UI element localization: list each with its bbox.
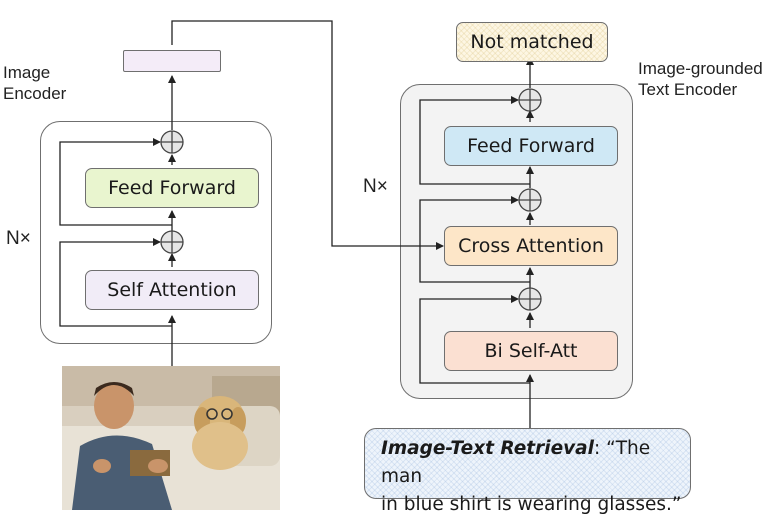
query-line-1: Image-Text Retrieval: “The man <box>381 435 690 491</box>
self-attention-block: Self Attention <box>85 270 259 310</box>
adder-icon <box>518 287 542 311</box>
output-not-matched-box: Not matched <box>456 22 608 62</box>
cross-attention-block: Cross Attention <box>444 226 618 266</box>
query-task-label: Image-Text Retrieval <box>381 438 595 459</box>
image-embedding-bar <box>123 50 221 72</box>
bi-self-att-block: Bi Self-Att <box>444 331 618 371</box>
adder-icon <box>518 188 542 212</box>
query-text-part1: : “The man <box>381 438 651 487</box>
image-encoder-label: Image Encoder <box>3 62 66 104</box>
adder-icon <box>160 130 184 154</box>
adder-icon <box>518 88 542 112</box>
text-encoder-label-line1: Image-grounded <box>638 59 763 78</box>
feed-forward-block-left: Feed Forward <box>85 168 259 208</box>
query-text-box: Image-Text Retrieval: “The man in blue s… <box>364 428 691 515</box>
input-photo <box>62 366 280 510</box>
image-encoder-label-line2: Encoder <box>3 84 67 103</box>
image-encoder-repeat-label: N× <box>6 228 31 249</box>
text-encoder-repeat-label: N× <box>363 176 388 197</box>
image-encoder-label-line1: Image <box>3 63 51 82</box>
text-encoder-label: Image-grounded Text Encoder <box>638 58 763 100</box>
adder-icon <box>160 230 184 254</box>
query-text-part2: in blue shirt is wearing glasses.” <box>381 494 682 515</box>
feed-forward-block-right: Feed Forward <box>444 126 618 166</box>
text-encoder-label-line2: Text Encoder <box>638 80 738 99</box>
